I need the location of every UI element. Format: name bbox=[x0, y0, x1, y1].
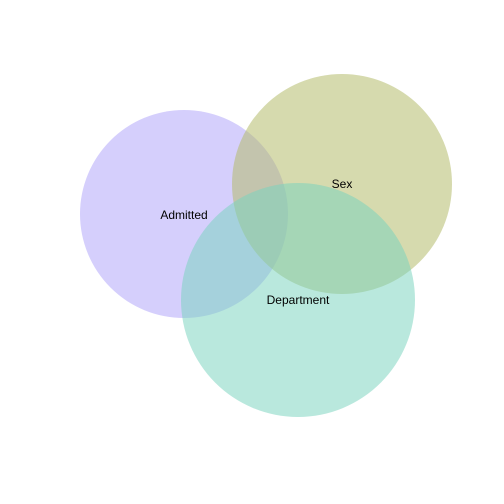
label-department: Department bbox=[267, 293, 330, 307]
set-labels: Admitted Sex Department bbox=[160, 177, 352, 307]
label-admitted: Admitted bbox=[160, 208, 207, 222]
circle-department bbox=[181, 183, 415, 417]
label-sex: Sex bbox=[332, 177, 353, 191]
set-circles bbox=[80, 74, 452, 417]
